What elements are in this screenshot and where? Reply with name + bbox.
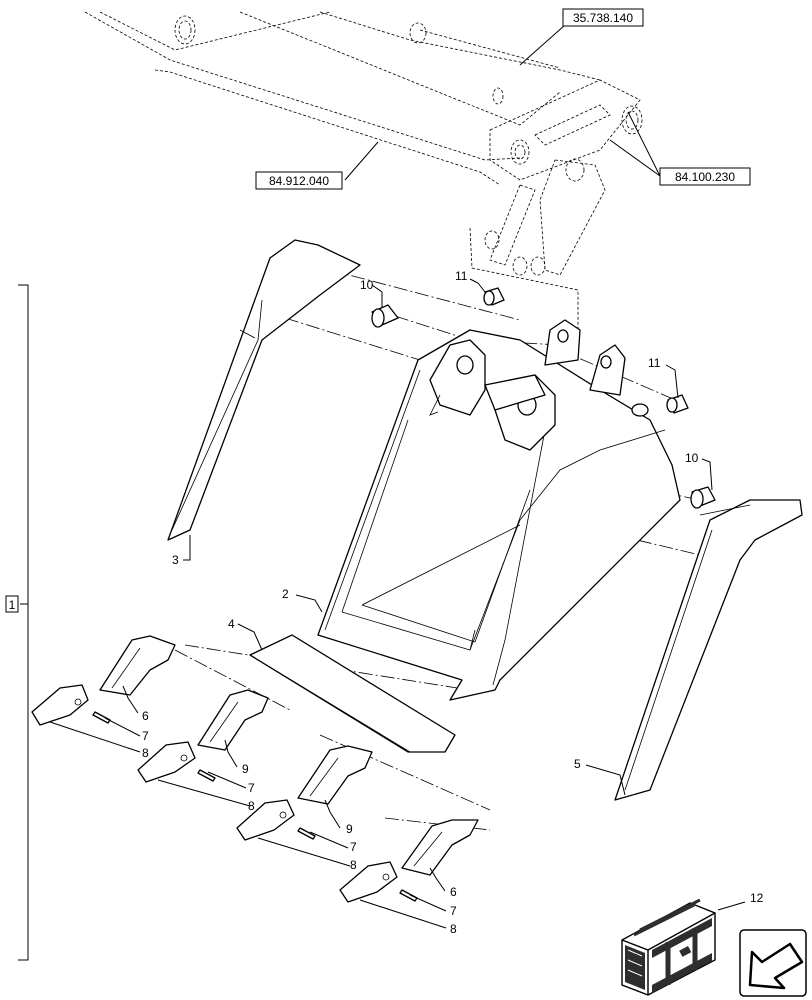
phantom-boom	[84, 11, 601, 186]
part-label-4: 4	[228, 617, 235, 631]
bucket	[317, 319, 681, 701]
part-label-7b: 7	[248, 781, 255, 795]
part-label-5: 5	[574, 757, 581, 771]
part-label-8d: 8	[450, 922, 457, 936]
reference-boom-label: 84.912.040	[269, 174, 329, 188]
part-label-8c: 8	[350, 858, 357, 872]
cutting-edge	[249, 634, 456, 753]
part-label-10a: 10	[360, 278, 374, 292]
reference-arm[interactable]: 35.738.140	[562, 8, 644, 27]
left-side-cutter	[167, 239, 361, 541]
part-label-8a: 8	[142, 746, 149, 760]
assembly-label[interactable]: 1	[5, 595, 19, 613]
reference-pins-label: 84.100.230	[675, 170, 735, 184]
bushing-10-left	[371, 304, 399, 328]
right-side-cutter	[614, 499, 803, 801]
part-label-3: 3	[172, 553, 179, 567]
part-label-9b: 9	[346, 822, 353, 836]
kit-crate-icon	[621, 898, 716, 996]
part-label-2: 2	[282, 587, 289, 601]
part-label-7a: 7	[142, 729, 149, 743]
tooth-adapter-set-2	[137, 689, 269, 783]
bushing-11-left	[483, 287, 505, 306]
part-label-9a: 9	[242, 762, 249, 776]
part-label-7d: 7	[450, 904, 457, 918]
bushing-11-right	[666, 394, 689, 414]
tooth-adapter-set-4	[339, 819, 479, 903]
part-label-10b: 10	[685, 451, 699, 465]
leader-lines	[18, 24, 746, 961]
tooth-adapter-set-3	[236, 745, 373, 841]
bushing-10-right	[690, 486, 716, 509]
part-label-12: 12	[750, 891, 764, 905]
part-label-11b: 11	[648, 356, 661, 370]
assembly-label-text: 1	[9, 598, 16, 612]
part-label-11a: 11	[455, 269, 468, 283]
part-label-6b: 6	[450, 885, 457, 899]
part-label-7c: 7	[350, 840, 357, 854]
part-number-labels: 3 2 4 5 10 11 11 10 12 6 7 8 9 7 8 9 7 8…	[142, 269, 764, 936]
part-label-8b: 8	[248, 799, 255, 813]
reference-pins[interactable]: 84.100.230	[659, 167, 751, 186]
reference-boom[interactable]: 84.912.040	[255, 171, 343, 190]
reference-arm-label: 35.738.140	[573, 11, 633, 25]
part-label-6a: 6	[142, 709, 149, 723]
navigation-arrow-icon[interactable]	[739, 929, 807, 997]
phantom-linkage	[469, 79, 643, 340]
tooth-adapter-set-1	[31, 635, 176, 726]
